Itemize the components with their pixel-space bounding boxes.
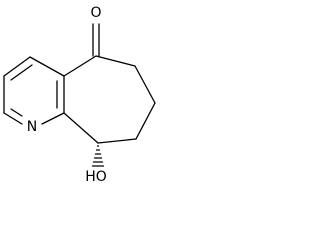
chemical-structure-diagram: O N HO <box>3 5 156 185</box>
bond-c5-c6 <box>95 55 136 67</box>
hashed-wedge-bond <box>91 145 105 167</box>
cycloheptane-ring <box>63 55 156 144</box>
hydroxyl-group: HO <box>85 145 107 185</box>
ring-nitrogen-label: N <box>27 119 37 135</box>
bond-c6-c7 <box>134 65 156 104</box>
bond-c4a-c4 <box>29 56 65 77</box>
carbonyl-oxygen-label: O <box>90 5 101 21</box>
pyridine-ring <box>3 56 65 125</box>
bond-c8-c9 <box>97 138 137 144</box>
carbonyl-group: O <box>90 5 102 57</box>
bond-c2-n1-inner <box>10 108 23 117</box>
bond-c4-c3-inner <box>10 64 33 81</box>
bond-c4-c3-double <box>3 56 31 77</box>
bond-c9-c9a <box>63 112 99 144</box>
bond-c4a-c5 <box>63 55 97 77</box>
bond-c2-n1-double <box>3 112 23 125</box>
hydroxyl-label: HO <box>85 169 107 185</box>
bond-c7-c8 <box>135 102 156 140</box>
bond-n1-c9a <box>41 112 65 125</box>
